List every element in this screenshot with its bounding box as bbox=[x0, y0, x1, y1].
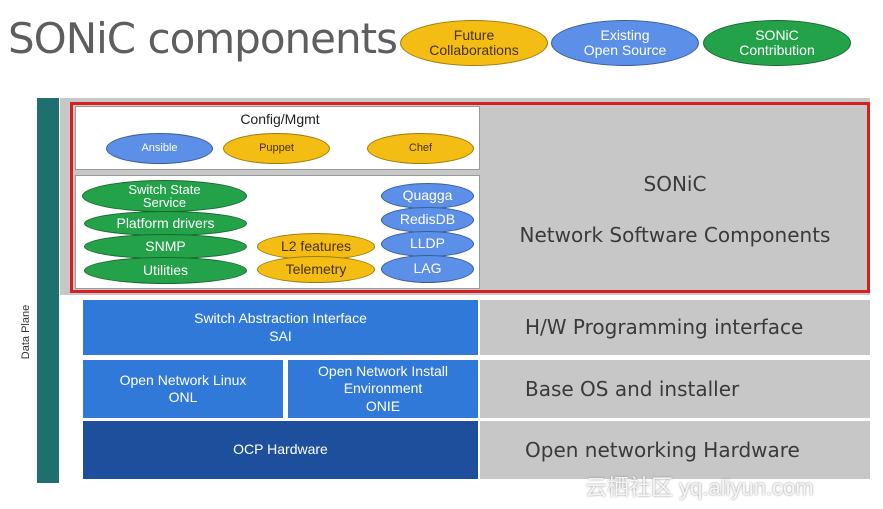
base-os-label: Base OS and installer bbox=[525, 377, 740, 401]
legend-label-line1: SONiC bbox=[755, 26, 799, 43]
legend-label-line2: Collaborations bbox=[429, 42, 519, 58]
sai-line1: Switch Abstraction Interface bbox=[194, 310, 367, 326]
sonic-panel-subtitle: Network Software Components bbox=[519, 223, 831, 247]
component-quagga: Quagga bbox=[381, 183, 474, 209]
sai-line2: SAI bbox=[269, 327, 292, 344]
component-lldp: LLDP bbox=[381, 231, 474, 257]
config-item-puppet: Puppet bbox=[223, 133, 330, 164]
hw-programming-panel bbox=[480, 300, 870, 355]
component-telemetry: Telemetry bbox=[257, 256, 375, 283]
onie-layer: Open Network Install Environment ONIE bbox=[288, 360, 478, 418]
component-line2: Service bbox=[142, 195, 187, 210]
sonic-highlight-frame bbox=[70, 102, 870, 293]
component-redisdb: RedisDB bbox=[381, 207, 474, 233]
watermark: 云栖社区 yq.aliyun.com bbox=[585, 475, 814, 500]
legend-sonic-contribution: SONiC Contribution bbox=[703, 20, 851, 66]
legend-label-line1: Existing bbox=[600, 26, 650, 43]
open-networking-hw-label: Open networking Hardware bbox=[525, 438, 800, 462]
config-item-chef: Chef bbox=[367, 133, 474, 164]
legend-label-line2: Contribution bbox=[739, 42, 815, 58]
hw-programming-label: H/W Programming interface bbox=[525, 315, 804, 339]
legend-existing-open-source: Existing Open Source bbox=[551, 20, 699, 66]
component-utilities: Utilities bbox=[84, 257, 247, 284]
onie-line1: Open Network Install bbox=[318, 362, 448, 379]
open-networking-hw-panel bbox=[480, 421, 870, 479]
onl-line1: Open Network Linux bbox=[119, 371, 247, 388]
component-platform-drivers: Platform drivers bbox=[84, 211, 247, 236]
onl-line2: ONL bbox=[168, 389, 198, 405]
page-title: SONiC components bbox=[8, 14, 398, 63]
onl-layer: Open Network Linux ONL bbox=[83, 360, 283, 418]
onie-line3: ONIE bbox=[365, 397, 401, 414]
sai-layer: Switch Abstraction Interface SAI bbox=[83, 300, 478, 355]
component-switch-state-service: Switch State Service bbox=[82, 180, 247, 212]
component-lag: LAG bbox=[381, 255, 474, 283]
config-mgmt-title: Config/Mgmt bbox=[240, 111, 320, 127]
data-plane-bar bbox=[37, 98, 59, 483]
base-os-panel bbox=[480, 360, 870, 418]
data-plane-label: Data Plane bbox=[20, 304, 32, 360]
sonic-panel-title: SONiC bbox=[643, 172, 707, 196]
component-line1: Switch State bbox=[128, 182, 201, 197]
legend-label-line1: Future bbox=[453, 26, 495, 43]
onie-line2: Environment bbox=[343, 380, 423, 397]
ocp-hardware-layer: OCP Hardware bbox=[83, 421, 478, 479]
legend-label-line2: Open Source bbox=[583, 42, 667, 58]
config-item-ansible: Ansible bbox=[106, 133, 213, 164]
legend-future-collaborations: Future Collaborations bbox=[400, 20, 548, 66]
